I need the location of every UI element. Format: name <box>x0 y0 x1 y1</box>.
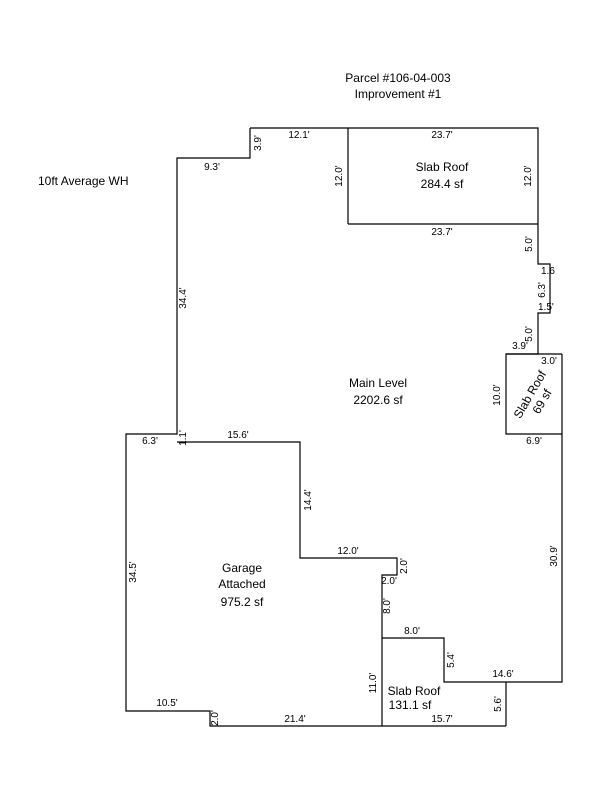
main-level-area: 2202.6 sf <box>353 393 403 407</box>
dim-5-0-b: 5.0' <box>524 326 535 342</box>
dim-1-1: 1.1' <box>178 430 189 446</box>
slab-roof-top-area: 284.4 sf <box>421 177 464 191</box>
dim-3-9-right: 3.9' <box>512 341 528 352</box>
dim-23-7-bottom: 23.7' <box>431 227 452 238</box>
garage-type: Attached <box>218 577 265 591</box>
dim-15-7: 15.7' <box>431 714 452 725</box>
dim-12-0-garage: 12.0' <box>337 546 358 557</box>
parcel-number: Parcel #106-04-003 <box>345 71 451 85</box>
dim-21-4: 21.4' <box>284 714 305 725</box>
dim-9-3: 9.3' <box>204 162 220 173</box>
dim-8-0-h: 8.0' <box>404 626 420 637</box>
dim-6-9: 6.9' <box>526 436 542 447</box>
improvement-number: Improvement #1 <box>355 87 442 101</box>
slab-roof-bottom-label: Slab Roof <box>388 684 441 698</box>
dim-5-0-a: 5.0' <box>524 236 535 252</box>
dim-12-0-right: 12.0' <box>523 165 534 186</box>
main-level-label: Main Level <box>349 376 407 390</box>
dim-2-0-c: 2.0' <box>210 710 221 726</box>
dim-1-5: 1.5' <box>538 302 554 313</box>
dim-6-3-right: 6.3' <box>537 282 548 298</box>
slab-roof-bottom-area: 131.1 sf <box>389 698 432 712</box>
dim-11-0: 11.0' <box>368 673 379 694</box>
dim-5-6: 5.6' <box>493 696 504 712</box>
garage-label: Garage <box>222 561 262 575</box>
dim-12-1: 12.1' <box>288 130 309 141</box>
dim-23-7-top: 23.7' <box>431 130 452 141</box>
dim-34-5: 34.5' <box>128 561 139 582</box>
dim-30-9: 30.9' <box>549 545 560 566</box>
dim-34-4: 34.4' <box>178 287 189 308</box>
dim-12-0-left: 12.0' <box>334 165 345 186</box>
dim-6-3-left: 6.3' <box>142 436 158 447</box>
garage-area: 975.2 sf <box>221 595 264 609</box>
dim-15-6: 15.6' <box>227 430 248 441</box>
dim-14-6: 14.6' <box>492 669 513 680</box>
dim-10-5: 10.5' <box>156 698 177 709</box>
dim-8-0-v: 8.0' <box>382 598 393 614</box>
dim-1-6: 1.6 <box>541 266 555 277</box>
garage-divider <box>177 441 398 638</box>
slab-roof-top-label: Slab Roof <box>416 160 469 174</box>
dim-5-4: 5.4' <box>446 652 457 668</box>
dim-10-0: 10.0' <box>492 384 503 405</box>
dim-3-0: 3.0' <box>541 356 557 367</box>
dim-14-4: 14.4' <box>303 489 314 510</box>
dim-2-0-b: 2.0' <box>399 558 410 574</box>
main-outline <box>125 127 563 727</box>
wall-height-note: 10ft Average WH <box>38 174 129 188</box>
dim-2-0-a: 2.0' <box>381 576 397 587</box>
dim-3-9-left: 3.9' <box>253 135 264 151</box>
